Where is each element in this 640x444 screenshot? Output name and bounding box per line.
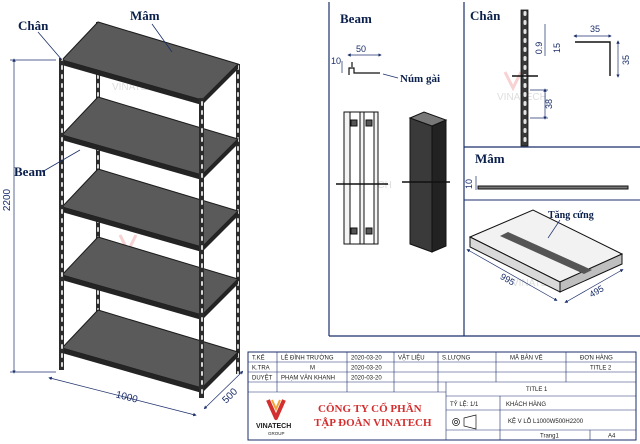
beam-panel-title: Beam <box>340 11 372 26</box>
tb-row2-c2: M <box>310 366 315 372</box>
shelf-edges <box>62 60 238 393</box>
frame-lines <box>328 2 640 337</box>
logo-subtext: GROUP <box>268 431 285 436</box>
watermark-text: VINATECH <box>112 82 162 93</box>
beam-profile <box>341 53 399 79</box>
tb-row2-c3: 2020-03-20 <box>351 366 382 372</box>
chan-dim-15: 15 <box>552 43 562 53</box>
chan-dim-35-vertical: 35 <box>621 55 631 65</box>
mam-panel-title: Mâm <box>475 151 505 166</box>
tb-drawing-name: KỆ V LỖ L1000W500H2200 <box>508 417 584 425</box>
beam-front-view <box>336 111 388 245</box>
rack-dimension-lines <box>10 58 244 417</box>
tb-paper: A4 <box>608 434 616 440</box>
mam-dim-495: 495 <box>587 283 605 299</box>
tb-row3-c2: PHẠM VĂN KHANH <box>281 375 335 382</box>
shelf-levels <box>61 21 239 389</box>
tb-row3-c3: 2020-03-20 <box>351 376 382 382</box>
tb-row1-c4: VẬT LIỆU <box>398 354 425 362</box>
label-beam: Beam <box>14 164 46 179</box>
tb-customer: KHÁCH HÀNG <box>506 401 546 408</box>
back-right-post <box>236 64 240 374</box>
chan-post-view <box>512 9 538 147</box>
beam-dim-10: 10 <box>331 56 341 66</box>
chan-dimension-lines <box>530 24 548 120</box>
company-name-line1: CÔNG TY CỔ PHẦN <box>318 402 422 415</box>
tb-row1-c2: LÊ ĐÌNH TRƯỜNG <box>281 354 334 362</box>
dimension-height: 2200 <box>2 188 13 211</box>
beam-3d-view <box>402 111 450 253</box>
tb-row1-c7: ĐƠN HÀNG <box>580 355 613 362</box>
front-right-post <box>199 98 204 398</box>
chan-panel-title: Chân <box>470 8 501 23</box>
tb-row1-c3: 2020-03-20 <box>351 356 382 362</box>
company-logo: VINATECH GROUP <box>256 399 291 436</box>
chan-dim-35-horizontal: 35 <box>590 24 600 34</box>
rack-annotations <box>37 23 173 173</box>
tb-row3-c6: TITLE 1 <box>526 387 548 393</box>
beam-dim-50: 50 <box>356 44 366 54</box>
chan-dim-38: 38 <box>544 99 554 109</box>
tb-row1-c5: S.LƯỢNG <box>442 356 471 362</box>
projection-symbol-icon <box>452 414 477 430</box>
tb-row2-c1: K.TRA <box>252 366 270 372</box>
front-left-post <box>59 58 64 370</box>
logo-text: VINATECH <box>256 423 291 430</box>
dimension-length: 1000 <box>114 390 139 406</box>
shelf-rack <box>59 21 240 398</box>
mam-dim-10: 10 <box>464 179 474 189</box>
label-num-gai: Núm gài <box>400 73 440 85</box>
label-mam: Mâm <box>130 8 160 23</box>
tb-row2-c7: TITLE 2 <box>590 366 612 372</box>
tb-scale: TỶ LỆ: 1/1 <box>450 400 479 408</box>
tb-row1-c6: MÃ BẢN VẼ <box>510 355 543 362</box>
company-name-line2: TẬP ĐOÀN VINATECH <box>314 416 432 429</box>
dimension-depth: 500 <box>220 386 240 406</box>
mam-dimension-lines <box>466 219 624 303</box>
mam-3d-view <box>468 209 624 293</box>
tb-row1-c1: T.KẾ <box>252 355 265 362</box>
mam-profile <box>475 176 629 190</box>
chan-dim-0-9: 0.9 <box>534 42 544 55</box>
tb-sheet: Trang1 <box>540 434 559 440</box>
chan-angle-profile <box>573 34 620 78</box>
label-tang-cung: Tăng cứng <box>548 210 594 221</box>
label-chan: Chân <box>18 18 49 33</box>
tb-row3-c1: DUYỆT <box>252 374 273 382</box>
title-block: T.KẾ LÊ ĐÌNH TRƯỜNG 2020-03-20 VẬT LIỆU … <box>247 351 637 441</box>
